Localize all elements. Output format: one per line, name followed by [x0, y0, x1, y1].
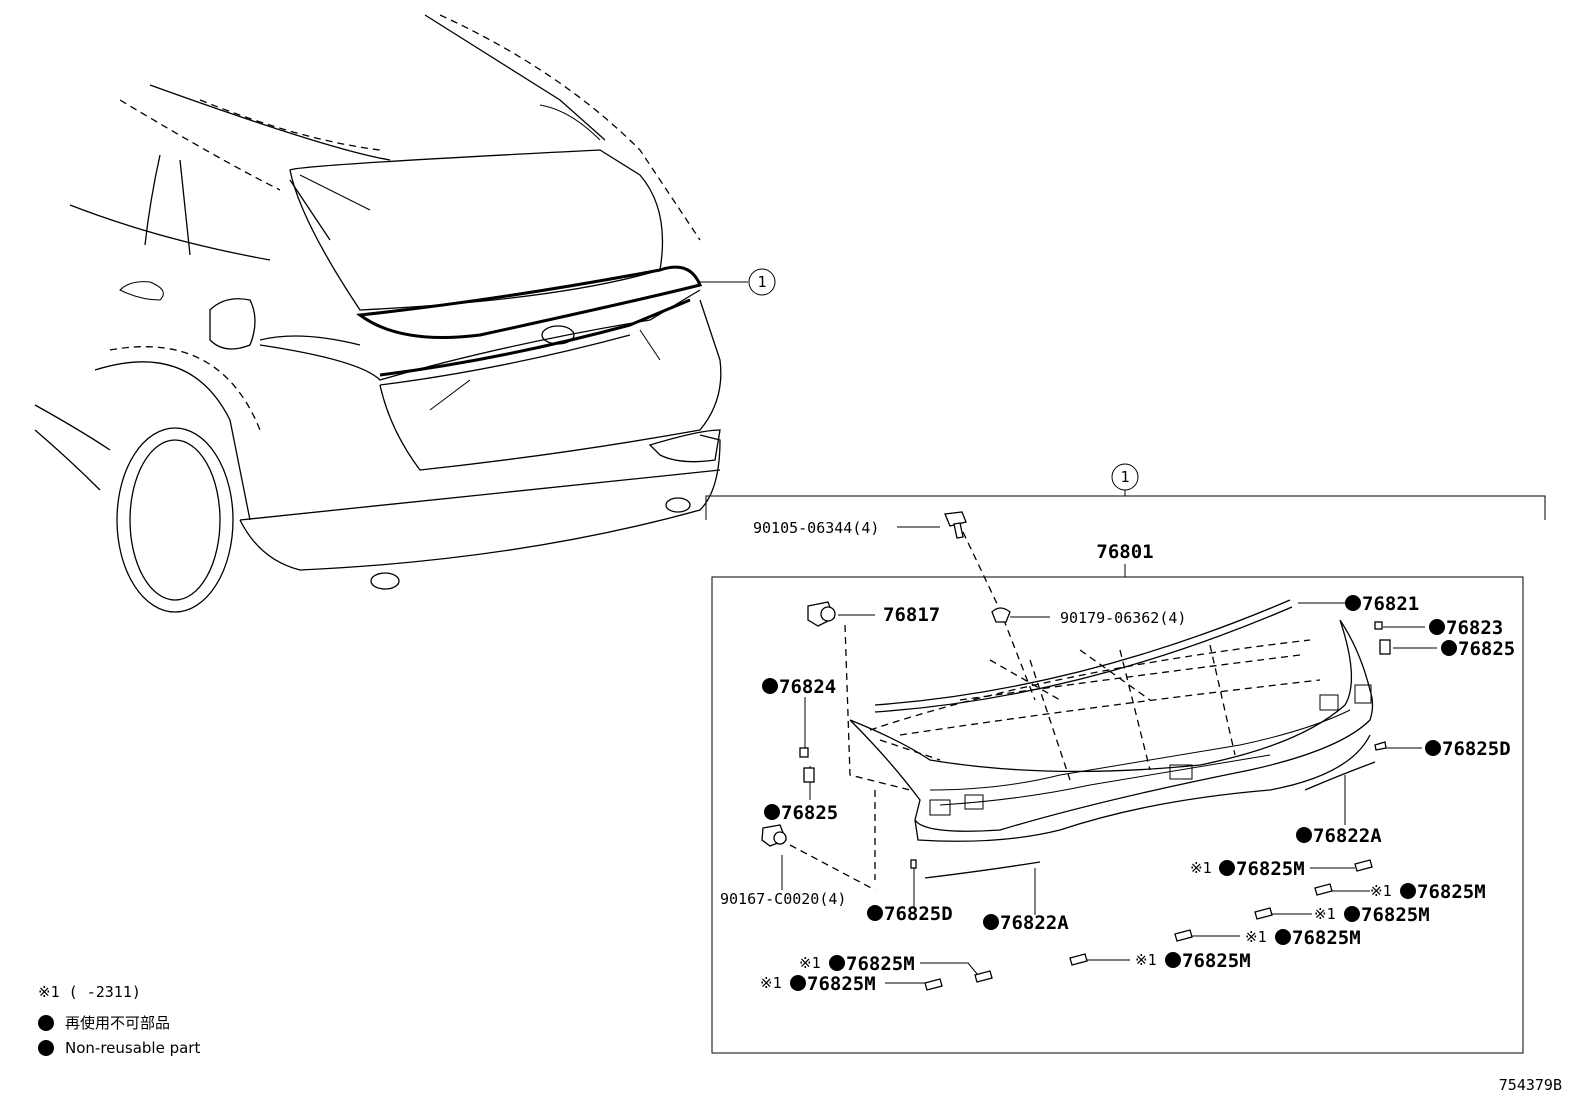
- part-label-clip-90179: 90179-06362(4): [1060, 609, 1186, 627]
- pad-76825-right-icon: [1379, 639, 1391, 655]
- part-label-76825d-left: 76825D: [884, 903, 953, 925]
- part-label-m1: 76825M: [1236, 858, 1305, 880]
- bolt-90167-icon: [761, 824, 787, 847]
- assembly-bracket: 1: [705, 463, 1546, 520]
- part-label-m2: 76825M: [1417, 881, 1486, 903]
- part-label-76822a-right: 76822A: [1313, 825, 1382, 847]
- part-labels: 90105-06344(4) 90179-06362(4) 76817 7682…: [720, 519, 1515, 995]
- clip-76825d-right-icon: [1374, 741, 1387, 751]
- note-m7: ※1: [760, 974, 782, 992]
- pad-m6-icon: [974, 970, 993, 983]
- svg-text:1: 1: [1120, 468, 1129, 486]
- legend-non-reusable-en: Non-reusable part: [65, 1039, 200, 1057]
- part-label-76825-left: 76825: [781, 802, 838, 824]
- clip-76825d-left-icon: [910, 859, 917, 869]
- car-callout-marker: 1: [748, 268, 776, 296]
- part-label-76825d-right: 76825D: [1442, 738, 1511, 760]
- legend-note-1: ※1 ( -2311): [38, 983, 141, 1001]
- part-label-76825-right: 76825: [1458, 638, 1515, 660]
- spoiler-garnish: [849, 599, 1374, 842]
- pad-m7-icon: [924, 978, 943, 991]
- part-label-76824: 76824: [779, 676, 836, 698]
- pad-m4-icon: [1174, 929, 1193, 942]
- clip-90179-icon: [991, 607, 1011, 623]
- legend-non-reusable-jp: 再使用不可部品: [65, 1014, 170, 1032]
- part-label-bolt-90105: 90105-06344(4): [753, 519, 879, 537]
- part-label-76822a-left: 76822A: [1000, 912, 1069, 934]
- non-reusable-markers: [762, 595, 1457, 991]
- part-label-bolt-90167: 90167-C0020(4): [720, 890, 846, 908]
- assembly-frame: [711, 576, 1524, 1054]
- svg-text:1: 1: [757, 273, 766, 291]
- note-m3: ※1: [1314, 905, 1336, 923]
- note-m1: ※1: [1190, 859, 1212, 877]
- figure-id: 754379B: [1499, 1076, 1562, 1094]
- note-m4: ※1: [1245, 928, 1267, 946]
- pad-76825-left-icon: [803, 767, 815, 783]
- strip-76822a-left-icon: [924, 861, 1041, 879]
- grommet-76817-icon: [807, 601, 836, 627]
- part-label-m4: 76825M: [1292, 927, 1361, 949]
- pad-m3-icon: [1254, 907, 1273, 920]
- clip-76823-icon: [1374, 621, 1383, 630]
- pad-m5-icon: [1069, 953, 1088, 966]
- part-label-m6: 76825M: [846, 953, 915, 975]
- part-label-76821: 76821: [1362, 593, 1419, 615]
- main-part-label: 76801: [1096, 541, 1153, 563]
- part-label-m5: 76825M: [1182, 950, 1251, 972]
- part-label-m3: 76825M: [1361, 904, 1430, 926]
- legend: ※1 ( -2311) 再使用不可部品 Non-reusable part: [38, 983, 200, 1057]
- car-rear-illustration: [34, 14, 748, 613]
- part-glyphs: [761, 511, 1391, 991]
- part-label-m7: 76825M: [807, 973, 876, 995]
- part-label-76817: 76817: [883, 604, 940, 626]
- pad-76824-icon: [799, 747, 809, 758]
- pad-m1-icon: [1354, 859, 1373, 872]
- note-m6: ※1: [799, 954, 821, 972]
- bolt-90105-icon: [944, 511, 967, 539]
- note-m2: ※1: [1370, 882, 1392, 900]
- pad-m2-icon: [1314, 883, 1333, 896]
- part-label-76823: 76823: [1446, 617, 1503, 639]
- strip-76822a-right-icon: [1304, 761, 1376, 791]
- note-m5: ※1: [1135, 951, 1157, 969]
